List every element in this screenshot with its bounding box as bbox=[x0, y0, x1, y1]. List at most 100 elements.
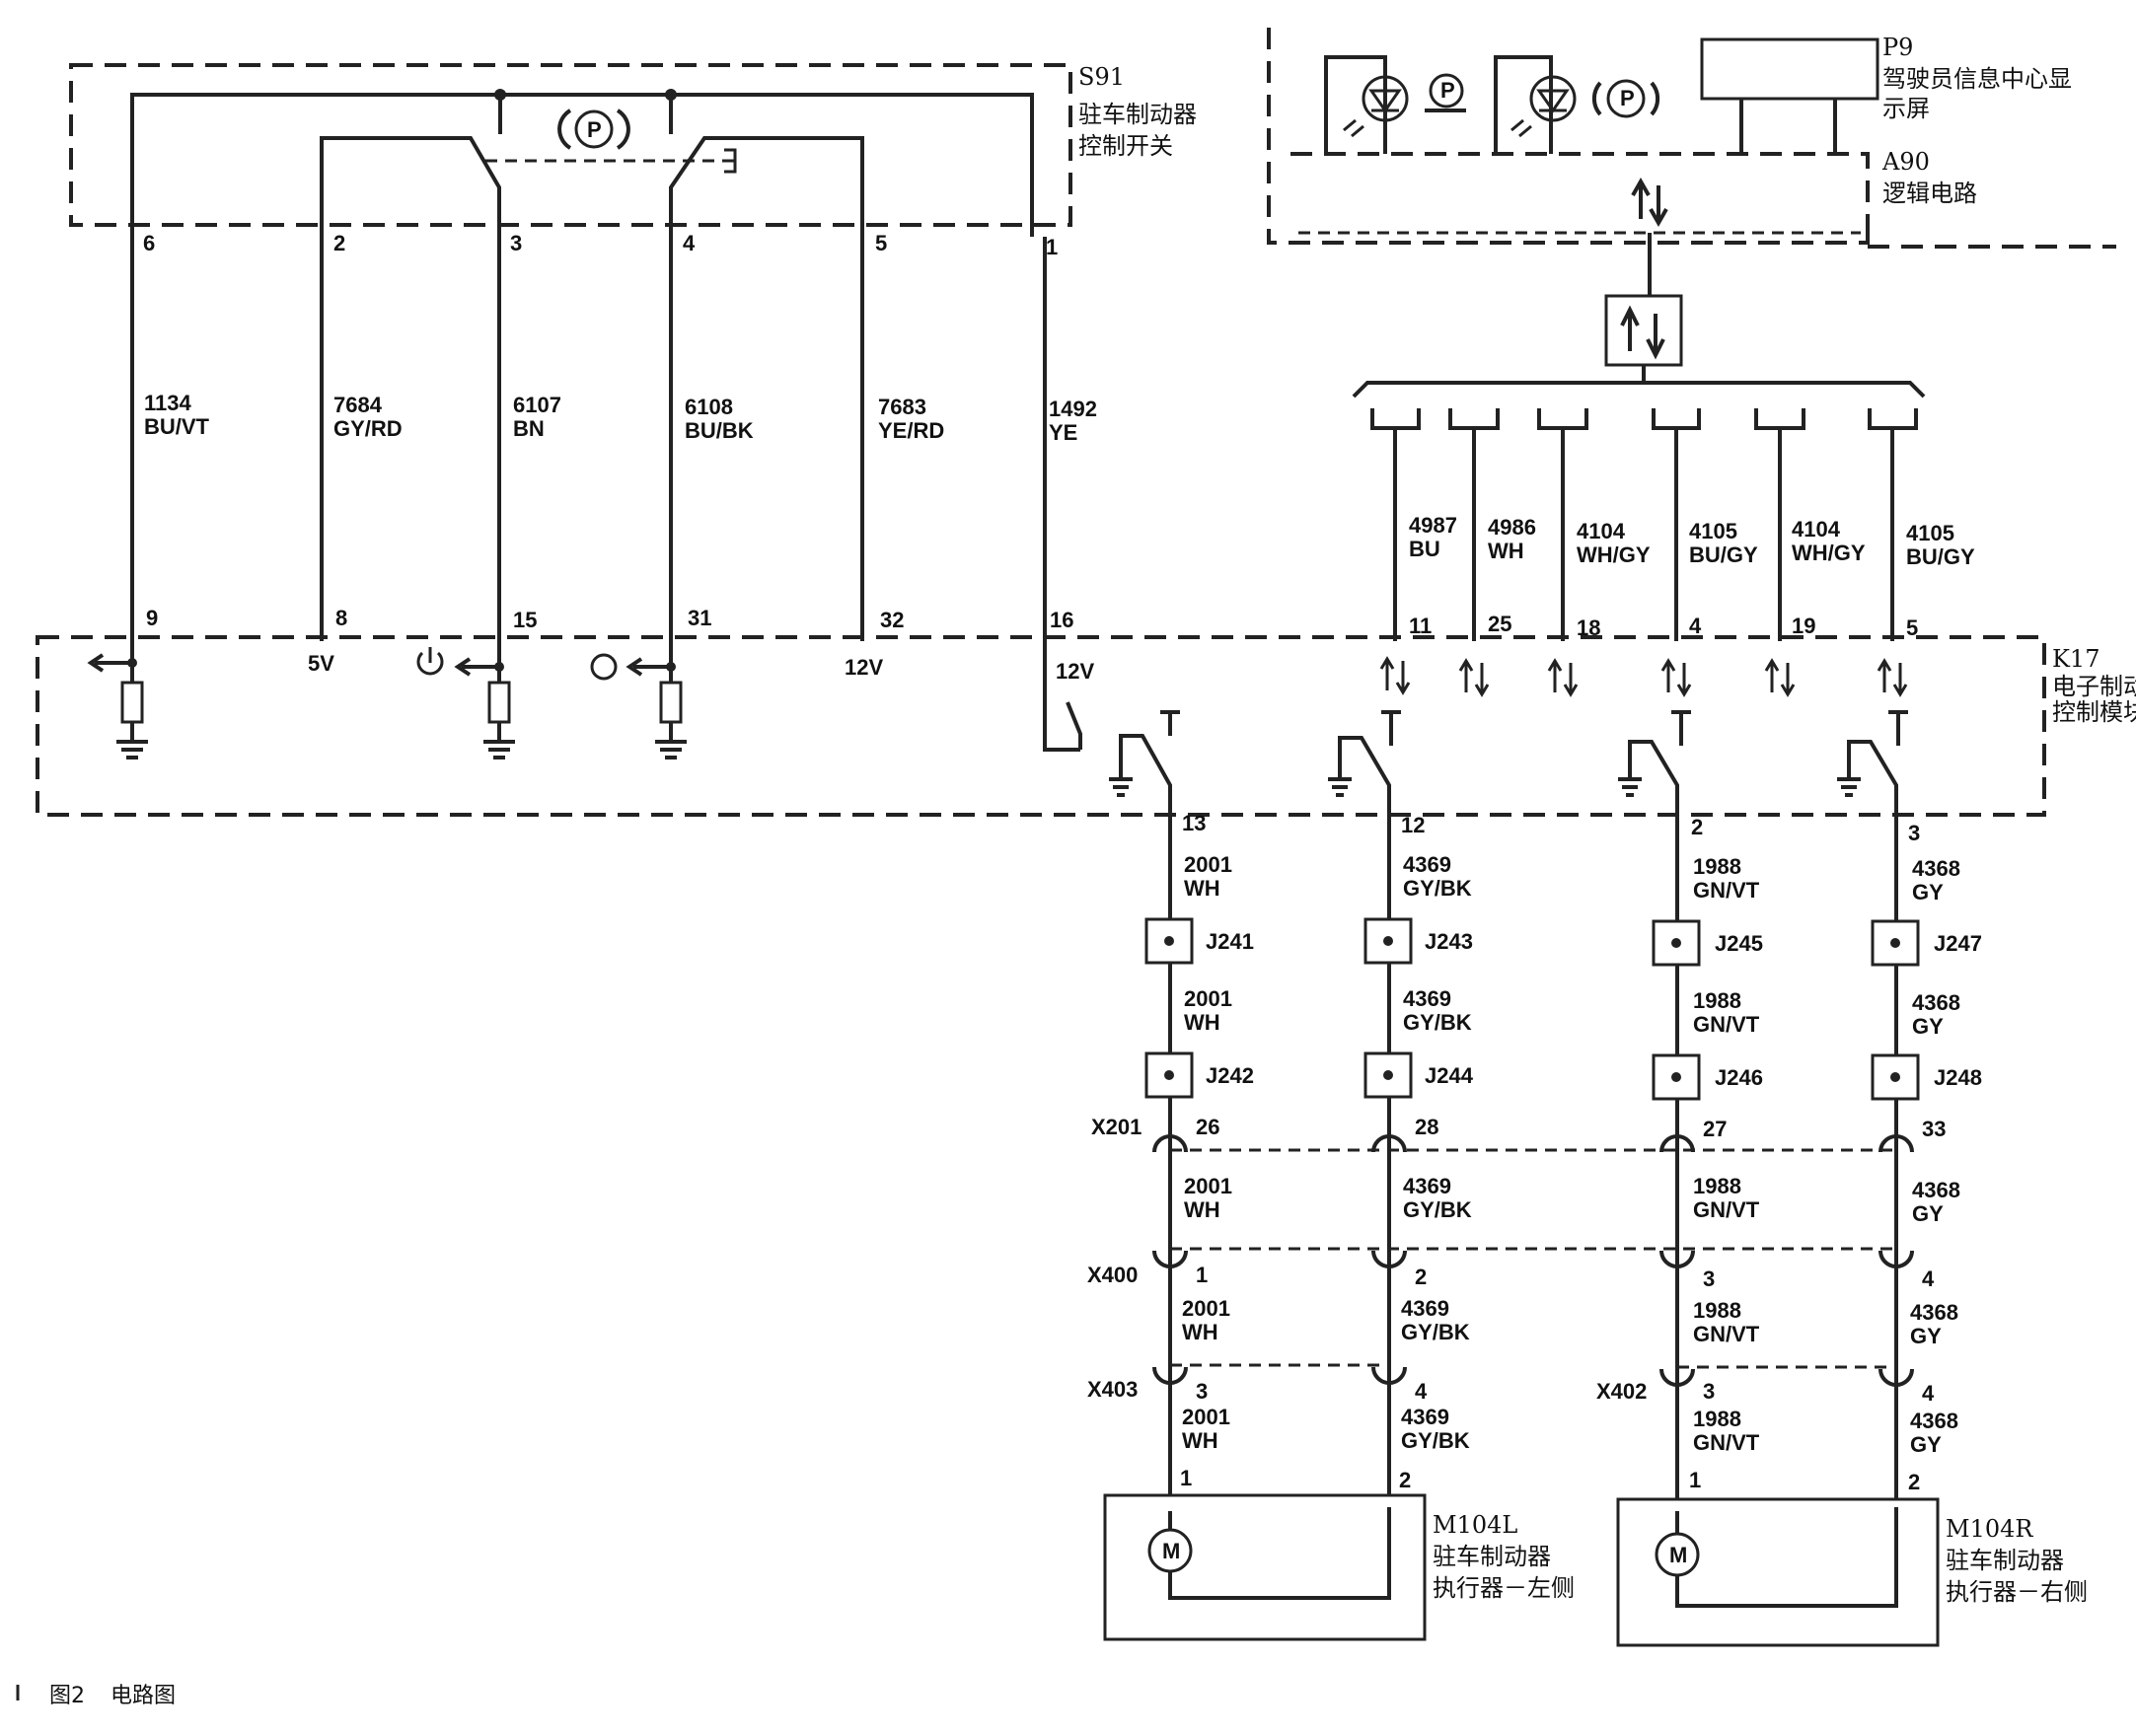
m104l-name-line2: 执行器－左侧 bbox=[1433, 1574, 1575, 1602]
m104l-id: M104L bbox=[1433, 1511, 1517, 1539]
wire-circuit: 4104 bbox=[1792, 517, 1841, 542]
k17-id: K17 bbox=[2052, 645, 2099, 673]
svg-text:P: P bbox=[1440, 78, 1455, 103]
svg-text:26: 26 bbox=[1196, 1115, 1219, 1139]
splice-j245: J245 bbox=[1652, 919, 1763, 967]
wire-circuit: 4368 bbox=[1912, 856, 1960, 881]
connector-x403: X403 3 4 bbox=[1087, 1363, 1428, 1404]
connector-x402: X402 3 4 bbox=[1596, 1365, 1935, 1406]
p9-id: P9 bbox=[1882, 34, 1913, 61]
pin-label: 1 bbox=[1689, 1468, 1701, 1492]
input-circuit-2 bbox=[416, 647, 515, 760]
pin-label: 13 bbox=[1182, 811, 1206, 835]
bus-arrows bbox=[1379, 656, 1908, 697]
wire-color: WH bbox=[1184, 1197, 1220, 1222]
pin-label: 25 bbox=[1488, 612, 1511, 636]
splice-j247: J247 bbox=[1871, 919, 1982, 967]
wire-color: GN/VT bbox=[1693, 1430, 1760, 1455]
wire-circuit: 6107 bbox=[513, 393, 561, 417]
motor-icon: M bbox=[1162, 1539, 1180, 1563]
circle-icon bbox=[590, 653, 618, 681]
connector-x400: X400 1 2 3 4 bbox=[1087, 1247, 1935, 1291]
svg-text:27: 27 bbox=[1703, 1117, 1727, 1141]
wire-color: GN/VT bbox=[1693, 1197, 1760, 1222]
wire-color: WH bbox=[1182, 1320, 1218, 1344]
motor-icon: M bbox=[1669, 1543, 1687, 1567]
svg-text:P: P bbox=[587, 117, 602, 142]
wire-circuit: 4368 bbox=[1910, 1300, 1958, 1325]
switch-wires: 1134 BU/VT 7684 GY/RD 6107 BN 6108 BU/BK… bbox=[130, 237, 1097, 752]
wire-color: GY/BK bbox=[1401, 1320, 1470, 1344]
wire-circuit: 4369 bbox=[1401, 1405, 1449, 1429]
wire-color: WH/GY bbox=[1792, 541, 1866, 565]
connector-x201: X201 26 28 27 33 bbox=[1091, 1115, 1946, 1153]
wire-color: WH bbox=[1184, 876, 1220, 901]
wire-color: GY/RD bbox=[333, 416, 403, 441]
pin-label: 1 bbox=[1180, 1466, 1192, 1490]
wire-color: WH bbox=[1182, 1428, 1218, 1453]
wire-color: BU/VT bbox=[144, 414, 210, 439]
wire-circuit: 4105 bbox=[1689, 519, 1737, 543]
pin-label: 19 bbox=[1792, 614, 1815, 638]
figure-caption: 图2 电路图 bbox=[16, 1684, 176, 1708]
wire-color: GY bbox=[1912, 1014, 1944, 1039]
wire-color: BU/GY bbox=[1906, 544, 1975, 569]
wire-color: GN/VT bbox=[1693, 878, 1760, 903]
wire-circuit: 1492 bbox=[1049, 397, 1097, 421]
svg-text:X400: X400 bbox=[1087, 1263, 1138, 1287]
svg-text:J244: J244 bbox=[1425, 1063, 1474, 1088]
wire-circuit: 2001 bbox=[1182, 1296, 1230, 1321]
wire-color: BU/GY bbox=[1689, 542, 1758, 567]
k17-name-line1: 电子制动 bbox=[2052, 673, 2136, 700]
pin-label: 12 bbox=[1401, 813, 1425, 837]
wire-color: GY bbox=[1910, 1324, 1942, 1348]
park-brake-icon: P bbox=[557, 108, 630, 150]
wire-circuit: 4368 bbox=[1912, 990, 1960, 1015]
splice-j241: J241 bbox=[1144, 917, 1254, 965]
pin-label: 3 bbox=[510, 231, 522, 255]
pin-label: 32 bbox=[880, 608, 904, 632]
bus-wires: 4987 BU 4986 WH 4104 WH/GY 4105 BU/GY 41… bbox=[1370, 408, 1975, 641]
wire-color: YE/RD bbox=[878, 418, 944, 443]
wire-circuit: 4368 bbox=[1912, 1178, 1960, 1202]
svg-text:X402: X402 bbox=[1596, 1379, 1647, 1404]
pin-label: 8 bbox=[335, 606, 347, 630]
s91-name-line2: 控制开关 bbox=[1078, 132, 1173, 160]
k17-module-box: K17 电子制动 控制模块 5V 12V 12V bbox=[36, 635, 2136, 1511]
splice-j242: J242 bbox=[1144, 1051, 1254, 1099]
wire-circuit: 4369 bbox=[1403, 1174, 1451, 1198]
wire-circuit: 2001 bbox=[1182, 1405, 1230, 1429]
wire-circuit: 4369 bbox=[1403, 852, 1451, 877]
wire-color: GN/VT bbox=[1693, 1012, 1760, 1037]
splice-j248: J248 bbox=[1871, 1053, 1982, 1101]
wire-color: GY bbox=[1912, 880, 1944, 904]
wire-circuit: 4105 bbox=[1906, 521, 1954, 545]
voltage-label: 5V bbox=[308, 651, 334, 676]
svg-text:3: 3 bbox=[1703, 1379, 1715, 1404]
svg-text:J241: J241 bbox=[1206, 929, 1254, 954]
a90-id: A90 bbox=[1881, 148, 1930, 176]
wire-circuit: 7684 bbox=[333, 393, 383, 417]
pin-label: 5 bbox=[1906, 615, 1918, 640]
wire-color: GY/BK bbox=[1403, 1010, 1472, 1035]
svg-text:4: 4 bbox=[1922, 1381, 1935, 1406]
svg-text:J248: J248 bbox=[1934, 1065, 1982, 1090]
splice-j243: J243 bbox=[1363, 917, 1473, 965]
wire-color: WH/GY bbox=[1577, 542, 1651, 567]
voltage-label: 12V bbox=[1056, 659, 1094, 684]
figure-title: 电路图 bbox=[110, 1684, 176, 1708]
svg-text:X403: X403 bbox=[1087, 1377, 1138, 1402]
pin-label: 2 bbox=[1399, 1468, 1411, 1492]
wire-circuit: 6108 bbox=[685, 395, 733, 419]
svg-text:X201: X201 bbox=[1091, 1115, 1142, 1139]
p9-name-line2: 示屏 bbox=[1882, 95, 1930, 122]
pin-label: 3 bbox=[1908, 821, 1920, 845]
svg-text:4: 4 bbox=[1922, 1266, 1935, 1291]
wire-circuit: 1988 bbox=[1693, 1174, 1741, 1198]
pin-label: 5 bbox=[875, 231, 887, 255]
svg-text:J243: J243 bbox=[1425, 929, 1473, 954]
pin-label: 15 bbox=[513, 608, 537, 632]
svg-text:J245: J245 bbox=[1715, 931, 1763, 956]
m104r-name-line1: 驻车制动器 bbox=[1946, 1547, 2064, 1574]
